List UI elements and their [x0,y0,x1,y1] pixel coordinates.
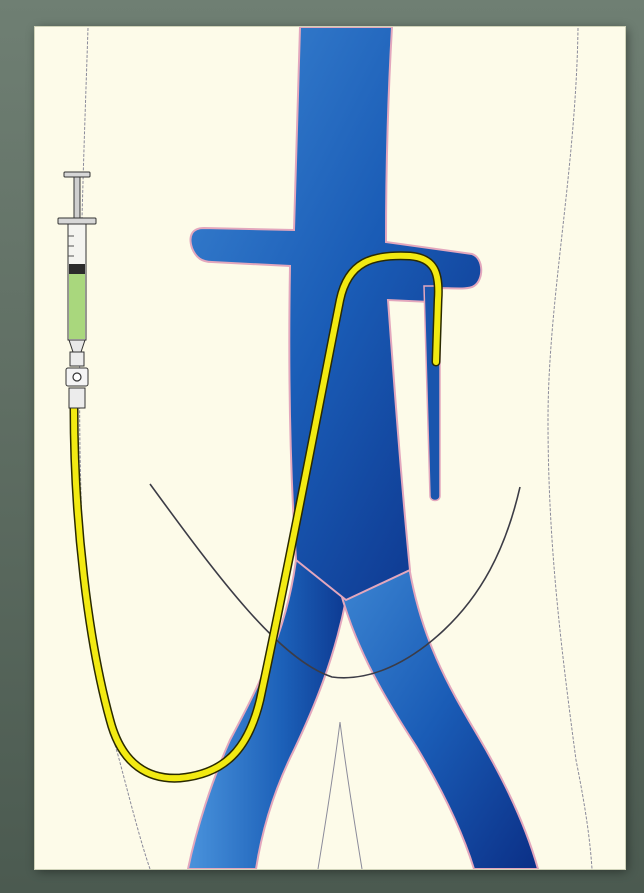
body-outline-crotch [318,722,362,869]
stopcock-valve [73,373,81,381]
syringe-flange [58,218,96,224]
syringe-plunger-cap [64,172,90,177]
syringe [58,172,96,408]
illustration-panel [35,27,625,869]
syringe-nozzle [69,340,85,352]
right-iliac-vein [340,560,538,869]
syringe-fluid [69,274,85,339]
catheter-hub [69,388,85,408]
left-iliac-vein [188,540,346,869]
syringe-plunger-rod [74,177,80,219]
syringe-connector [70,352,84,366]
syringe-stopper [69,264,85,274]
venous-catheter-illustration [35,27,625,869]
body-outline-right [548,28,592,869]
